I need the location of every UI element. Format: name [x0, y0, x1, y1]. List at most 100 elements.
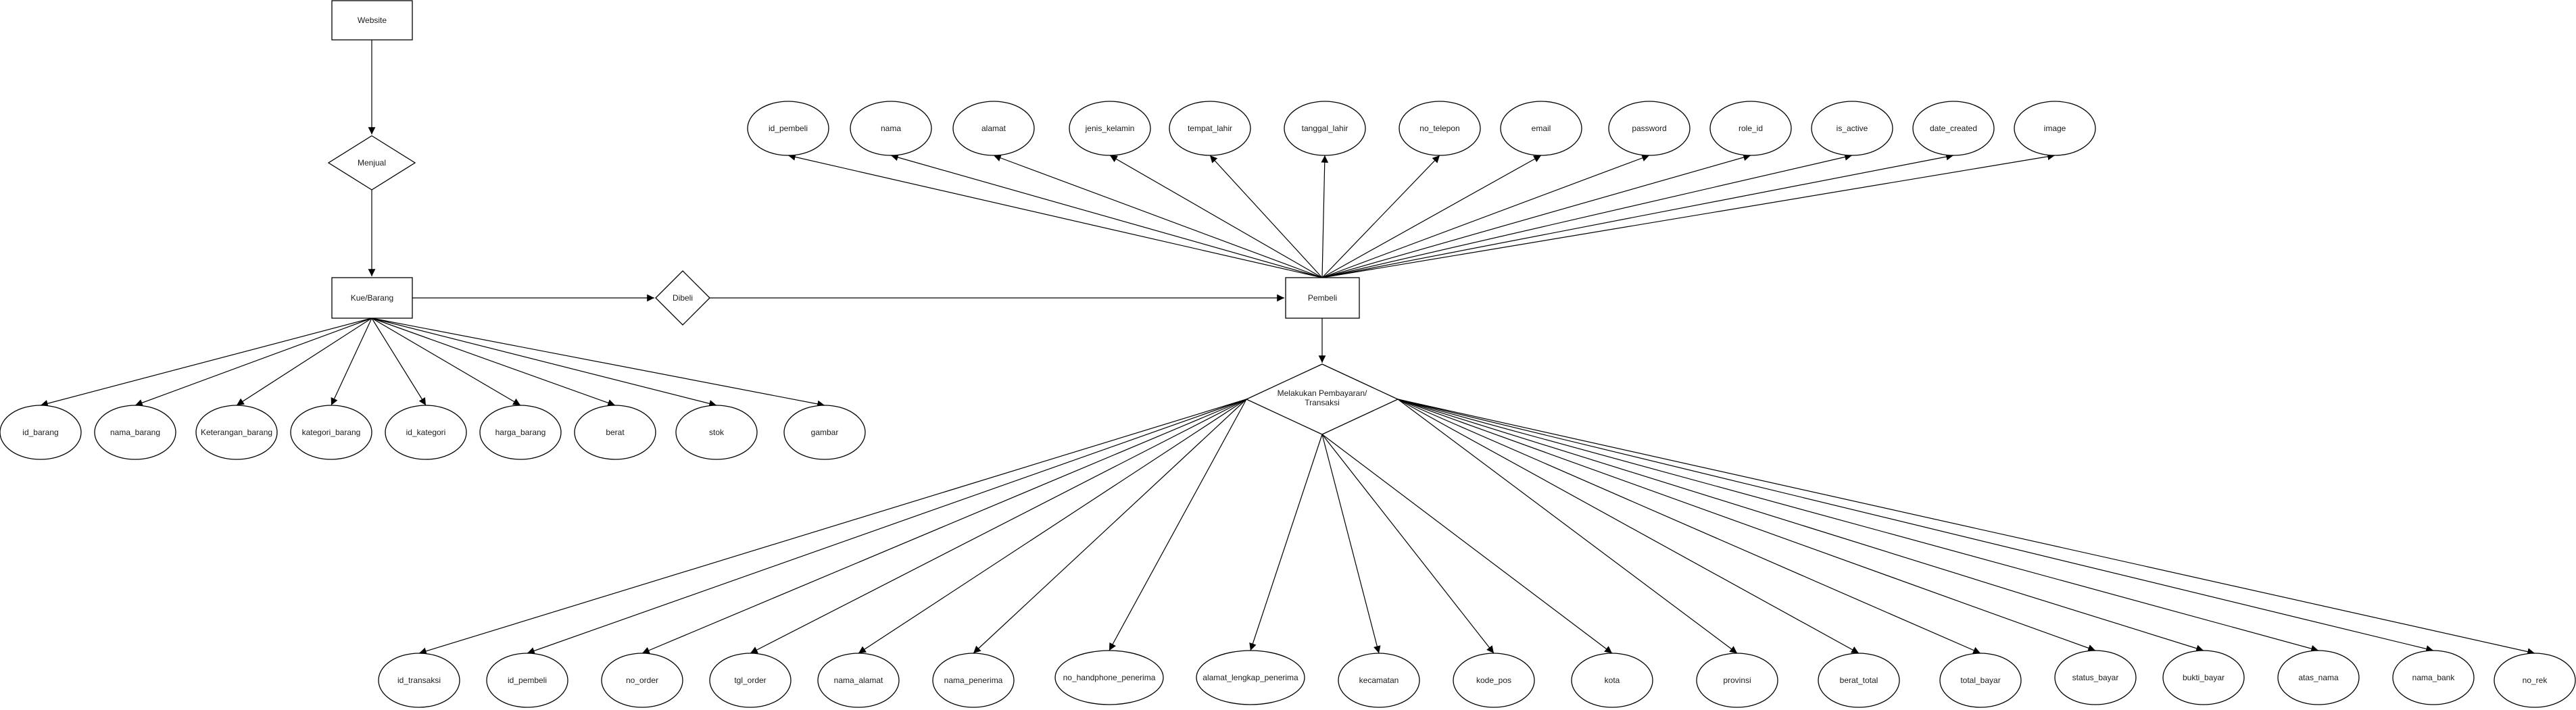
attr-barang-harga-barang-label: harga_barang: [495, 428, 546, 437]
attr-transaksi-bukti-bayar-label: bukti_bayar: [2183, 673, 2225, 682]
entity-pembeli-label: Pembeli: [1308, 293, 1337, 303]
attr-transaksi-atas-nama[interactable]: atas_nama: [2277, 650, 2360, 705]
attr-pembeli-jenis-kelamin-label: jenis_kelamin: [1085, 124, 1135, 133]
attr-pembeli-tempat-lahir[interactable]: tempat_lahir: [1169, 101, 1251, 156]
attr-transaksi-berat-total[interactable]: berat_total: [1818, 653, 1900, 708]
attr-transaksi-total-bayar-label: total_bayar: [1960, 676, 2000, 685]
edge-pembeli-to-nama: [890, 153, 1323, 278]
entity-website-label: Website: [358, 16, 387, 25]
attr-transaksi-berat-total-label: berat_total: [1840, 676, 1878, 685]
attr-transaksi-kecamatan-label: kecamatan: [1359, 676, 1399, 685]
edge-pembayaran-to-nama-penerima: [973, 399, 1247, 654]
edge-pembayaran-to-no-rek: [1397, 399, 2535, 655]
edge-pembeli-to-tempat-lahir: [1209, 155, 1323, 278]
attr-pembeli-password-label: password: [1632, 124, 1666, 133]
attr-pembeli-alamat-label: alamat: [981, 124, 1006, 133]
edge-kue-barang-to-stok: [371, 318, 717, 407]
edge-pembeli-to-jenis-kelamin: [1109, 155, 1323, 278]
attr-transaksi-id-pembeli-label: id_pembeli: [508, 676, 547, 685]
attr-pembeli-is-active[interactable]: is_active: [1811, 101, 1893, 156]
attr-pembeli-nama[interactable]: nama: [850, 101, 932, 156]
entity-pembeli[interactable]: Pembeli: [1285, 277, 1360, 319]
edge-pembayaran-to-provinsi: [1397, 399, 1738, 654]
attr-transaksi-no-order-label: no_order: [626, 676, 658, 685]
attr-transaksi-no-handphone-penerima-label: no_handphone_penerima: [1063, 673, 1156, 682]
attr-pembeli-tanggal-lahir[interactable]: tanggal_lahir: [1284, 101, 1366, 156]
attr-barang-berat[interactable]: berat: [574, 405, 656, 460]
attr-barang-id-kategori[interactable]: id_kategori: [385, 405, 467, 460]
entity-kue-barang[interactable]: Kue/Barang: [331, 277, 413, 319]
attr-transaksi-status-bayar[interactable]: status_bayar: [2054, 650, 2137, 705]
attr-pembeli-alamat[interactable]: alamat: [952, 101, 1035, 156]
edge-pembayaran-to-atas-nama: [1397, 399, 2319, 653]
relationship-pembayaran-label-line1: Melakukan Pembayaran/: [1278, 388, 1367, 398]
transaksi-attributes: id_transaksi id_pembeli no_order tgl_order n…: [378, 650, 2576, 708]
pembeli-attributes: id_pembeli nama alamat jenis_kelamin tempat_…: [747, 101, 2096, 156]
attr-pembeli-image[interactable]: image: [2014, 101, 2096, 156]
attr-pembeli-no-telepon[interactable]: no_telepon: [1399, 101, 1481, 156]
attr-pembeli-jenis-kelamin[interactable]: jenis_kelamin: [1069, 101, 1151, 156]
attr-pembeli-role-id[interactable]: role_id: [1709, 101, 1792, 156]
relationship-dibeli-label: Dibeli: [673, 293, 693, 303]
attr-transaksi-nama-alamat-label: nama_alamat: [834, 676, 883, 685]
edge-pembayaran-to-alamat-lengkap-penerima: [1249, 434, 1323, 651]
attr-transaksi-id-transaksi-label: id_transaksi: [397, 676, 441, 685]
attr-pembeli-id-pembeli[interactable]: id_pembeli: [747, 101, 829, 156]
attr-transaksi-nama-alamat[interactable]: nama_alamat: [817, 653, 900, 708]
attr-pembeli-email[interactable]: email: [1500, 101, 1582, 156]
edge-pembayaran-to-id-pembeli: [527, 399, 1247, 655]
entity-kue-barang-label: Kue/Barang: [351, 293, 393, 303]
edge-pembeli-to-email: [1321, 155, 1542, 278]
edge-kue-barang-to-id-barang: [40, 318, 372, 407]
edge-kue-barang-to-nama-barang: [135, 318, 372, 407]
attr-barang-harga-barang[interactable]: harga_barang: [479, 405, 562, 460]
attr-transaksi-provinsi[interactable]: provinsi: [1696, 653, 1778, 708]
edge-kue-barang-to-id-kategori: [371, 318, 427, 406]
relationship-menjual[interactable]: Menjual: [327, 135, 416, 191]
attr-transaksi-alamat-lengkap-penerima[interactable]: alamat_lengkap_penerima: [1196, 650, 1305, 705]
edge-pembayaran-to-berat-total: [1397, 399, 1860, 654]
attr-barang-keterangan-barang[interactable]: Keterangan_barang: [195, 405, 278, 460]
attr-pembeli-password[interactable]: password: [1608, 101, 1691, 156]
attr-transaksi-no-rek[interactable]: no_rek: [2494, 653, 2576, 708]
relationship-dibeli[interactable]: Dibeli: [655, 270, 710, 326]
edge-kue-barang-to-keterangan-barang: [236, 318, 372, 406]
attr-transaksi-bukti-bayar[interactable]: bukti_bayar: [2162, 650, 2245, 705]
relationship-pembayaran-transaksi[interactable]: Melakukan Pembayaran/ Transaksi: [1245, 363, 1399, 435]
attr-transaksi-nama-bank[interactable]: nama_bank: [2392, 650, 2475, 705]
edge-pembayaran-to-no-handphone-penerima: [1109, 399, 1247, 651]
edge-pembayaran-to-kecamatan: [1321, 434, 1381, 654]
edge-pembayaran-to-kota: [1321, 434, 1613, 654]
attr-barang-kategori-barang[interactable]: kategori_barang: [290, 405, 372, 460]
attr-transaksi-no-handphone-penerima[interactable]: no_handphone_penerima: [1054, 650, 1164, 705]
attr-transaksi-kecamatan[interactable]: kecamatan: [1338, 653, 1420, 708]
edge-pembeli-to-id-pembeli: [787, 153, 1323, 278]
attr-barang-id-kategori-label: id_kategori: [406, 428, 446, 437]
attr-barang-gambar-label: gambar: [811, 428, 839, 437]
attr-barang-kategori-barang-label: kategori_barang: [302, 428, 361, 437]
attr-barang-gambar[interactable]: gambar: [783, 405, 866, 460]
entity-website[interactable]: Website: [331, 0, 413, 41]
attr-transaksi-nama-penerima[interactable]: nama_penerima: [932, 653, 1015, 708]
attr-transaksi-id-transaksi[interactable]: id_transaksi: [378, 653, 460, 708]
attr-transaksi-alamat-lengkap-penerima-label: alamat_lengkap_penerima: [1202, 673, 1298, 682]
attr-transaksi-kota[interactable]: kota: [1571, 653, 1653, 708]
attr-transaksi-nama-penerima-label: nama_penerima: [944, 676, 1003, 685]
edge-pembayaran-to-kode-pos: [1321, 434, 1494, 654]
attr-transaksi-provinsi-label: provinsi: [1723, 676, 1751, 685]
attr-transaksi-tgl-order[interactable]: tgl_order: [709, 653, 792, 708]
attr-transaksi-total-bayar[interactable]: total_bayar: [1939, 653, 2022, 708]
attr-barang-nama-barang[interactable]: nama_barang: [94, 405, 176, 460]
attr-transaksi-nama-bank-label: nama_bank: [2412, 673, 2456, 682]
attr-transaksi-no-order[interactable]: no_order: [601, 653, 683, 708]
edge-pembeli-to-no-telepon: [1321, 155, 1440, 278]
attr-transaksi-kode-pos[interactable]: kode_pos: [1453, 653, 1535, 708]
attr-barang-stok[interactable]: stok: [675, 405, 758, 460]
edge-kue-barang-to-kategori-barang: [331, 318, 372, 406]
attr-pembeli-date-created[interactable]: date_created: [1912, 101, 1995, 156]
attr-barang-stok-label: stok: [709, 428, 725, 437]
attr-barang-id-barang[interactable]: id_barang: [0, 405, 82, 460]
edge-pembayaran-to-tgl-order: [750, 399, 1247, 654]
attr-transaksi-id-pembeli[interactable]: id_pembeli: [486, 653, 568, 708]
